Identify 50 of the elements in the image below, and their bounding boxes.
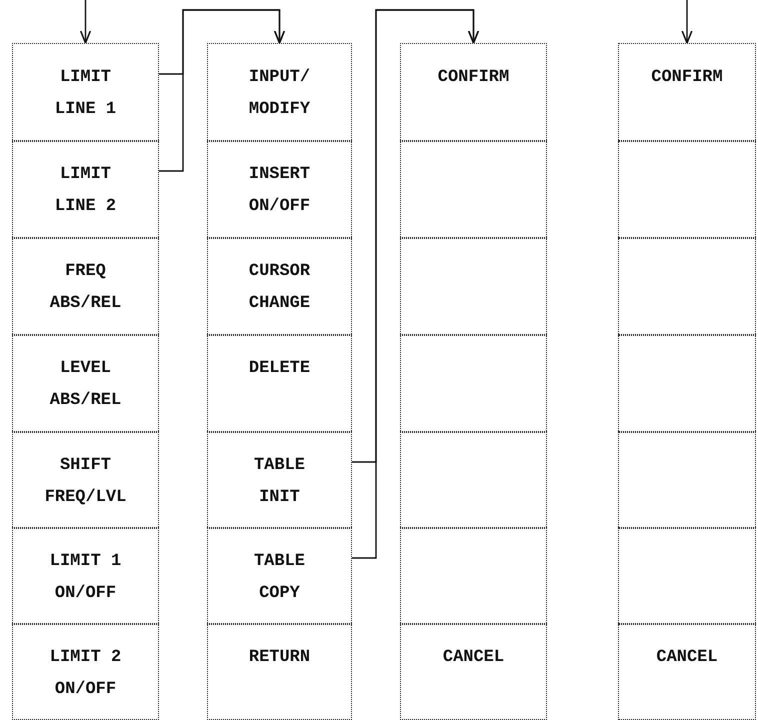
arrow <box>352 9 480 559</box>
menu-key-box <box>12 623 159 720</box>
empty-key-box <box>400 140 547 238</box>
arrow <box>159 9 286 172</box>
menu-key-box <box>12 527 159 624</box>
empty-key-box <box>618 431 756 528</box>
key-label: LEVEL ABS/REL <box>48 358 122 412</box>
empty-key-box <box>618 527 756 624</box>
key-label: INPUT/ MODIFY <box>248 67 312 121</box>
menu-key-box <box>207 623 352 720</box>
empty-key-box <box>400 527 547 624</box>
key-label: INSERT ON/OFF <box>248 164 312 218</box>
menu-key-box <box>207 431 352 528</box>
menu-key-box <box>400 43 547 142</box>
key-label: DELETE <box>248 358 312 380</box>
empty-key-box <box>618 237 756 336</box>
key-label: TABLE COPY <box>252 551 306 605</box>
menu-key-box <box>12 140 159 238</box>
arrow <box>80 0 92 44</box>
key-label: TABLE INIT <box>252 455 306 509</box>
key-label: CURSOR CHANGE <box>248 261 312 315</box>
key-label: CANCEL <box>442 647 506 669</box>
key-label: LIMIT LINE 1 <box>54 67 118 121</box>
menu-key-box <box>12 237 159 336</box>
key-label: LIMIT LINE 2 <box>54 164 118 218</box>
menu-key-box <box>207 43 352 142</box>
menu-key-box <box>12 334 159 432</box>
key-label: RETURN <box>248 647 312 669</box>
empty-key-box <box>400 237 547 336</box>
key-label: LIMIT 1 ON/OFF <box>48 551 122 605</box>
key-label: CANCEL <box>655 647 719 669</box>
menu-key-box <box>207 527 352 624</box>
arrow <box>681 0 693 44</box>
key-label: SHIFT FREQ/LVL <box>44 455 126 509</box>
menu-key-box <box>12 431 159 528</box>
key-label: CONFIRM <box>650 67 724 89</box>
empty-key-box <box>400 431 547 528</box>
menu-key-box <box>12 43 159 142</box>
key-label: CONFIRM <box>436 67 510 89</box>
key-label: LIMIT 2 ON/OFF <box>48 647 122 701</box>
menu-key-box <box>618 623 756 720</box>
menu-key-box <box>400 623 547 720</box>
key-label: FREQ ABS/REL <box>48 261 122 315</box>
menu-key-box <box>618 43 756 142</box>
menu-key-box <box>207 237 352 336</box>
empty-key-box <box>400 334 547 432</box>
empty-key-box <box>618 140 756 238</box>
menu-key-box <box>207 334 352 432</box>
empty-key-box <box>618 334 756 432</box>
menu-key-box <box>207 140 352 238</box>
